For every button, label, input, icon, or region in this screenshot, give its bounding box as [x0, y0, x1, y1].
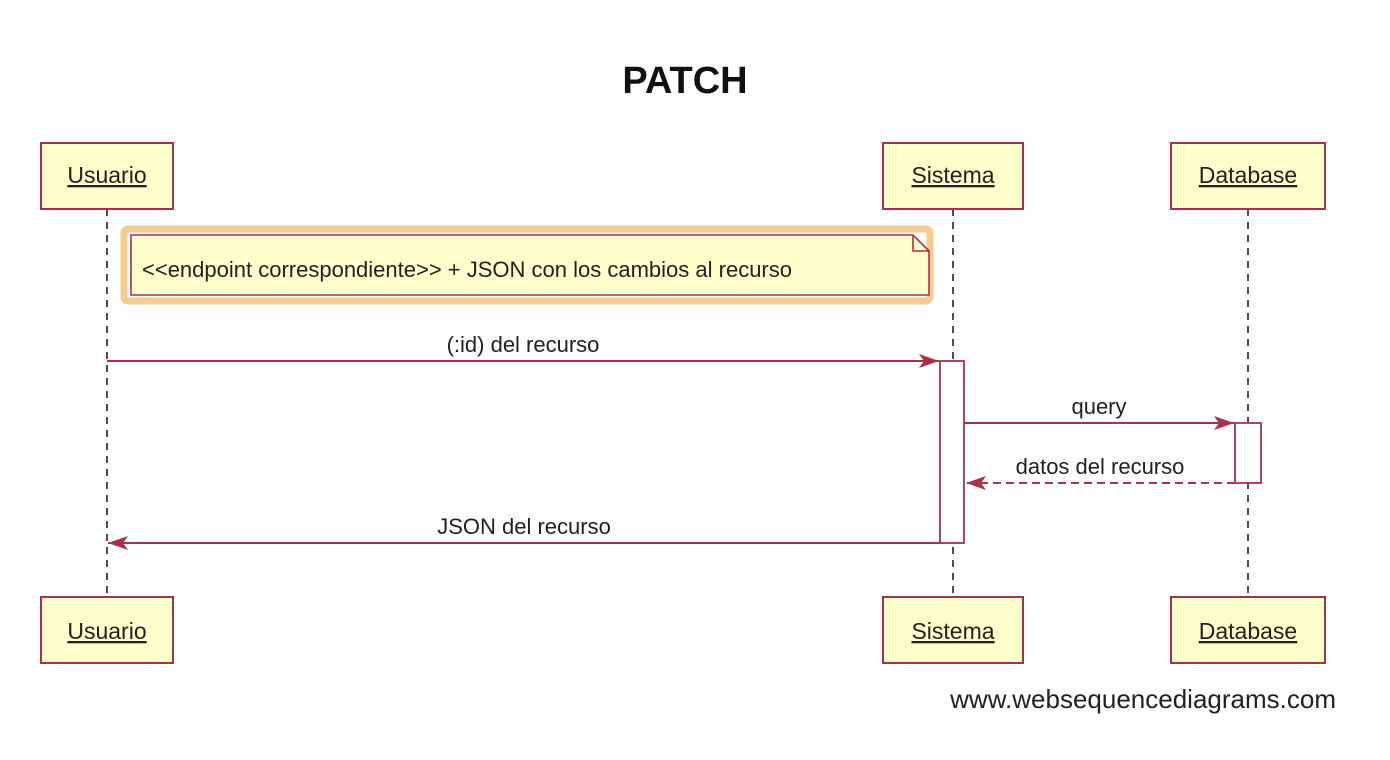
- participant-sistema-top: Sistema: [882, 142, 1024, 210]
- participant-label: Database: [1199, 618, 1297, 644]
- message-label: JSON del recurso: [437, 514, 611, 539]
- participant-label: Usuario: [67, 162, 146, 188]
- participant-usuario-bottom: Usuario: [40, 596, 174, 664]
- participant-label: Sistema: [911, 618, 994, 644]
- message-query: query: [964, 394, 1234, 430]
- message-json-del-recurso: JSON del recurso: [108, 514, 940, 550]
- participant-label: Usuario: [67, 618, 146, 644]
- diagram-title: PATCH: [622, 60, 747, 102]
- participant-database-bottom: Database: [1170, 596, 1326, 664]
- watermark: www.websequencediagrams.com: [949, 684, 1336, 714]
- activation-database: [1234, 422, 1262, 484]
- activation-sistema: [939, 360, 965, 544]
- message-datos-del-recurso: datos del recurso: [966, 454, 1235, 490]
- participant-label: Database: [1199, 162, 1297, 188]
- participant-database-top: Database: [1170, 142, 1326, 210]
- message-id-del-recurso: (:id) del recurso: [107, 332, 939, 368]
- message-label: datos del recurso: [1016, 454, 1185, 479]
- participant-label: Sistema: [911, 162, 994, 188]
- participant-sistema-bottom: Sistema: [882, 596, 1024, 664]
- participant-usuario-top: Usuario: [40, 142, 174, 210]
- message-label: query: [1071, 394, 1126, 419]
- message-label: (:id) del recurso: [447, 332, 600, 357]
- note-text: <<endpoint correspondiente>> + JSON con …: [142, 257, 792, 282]
- note: <<endpoint correspondiente>> + JSON con …: [120, 225, 934, 305]
